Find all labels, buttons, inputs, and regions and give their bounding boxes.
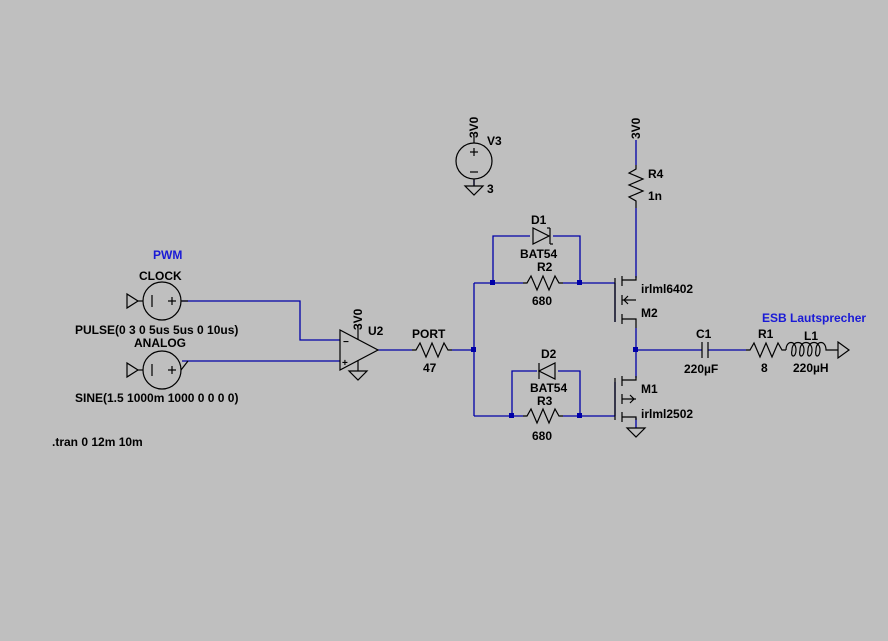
speaker-port-arrow-icon: [837, 340, 851, 360]
m1-ground-icon: [625, 427, 647, 438]
r4-name: R4: [648, 167, 664, 181]
r4-resistor[interactable]: [627, 165, 645, 208]
r2-value: 680: [532, 294, 552, 308]
svg-text:−: −: [343, 337, 349, 348]
d1-diode[interactable]: [532, 227, 553, 245]
clock-source[interactable]: [126, 281, 188, 321]
clock-value: PULSE(0 3 0 5us 5us 0 10us): [75, 323, 238, 337]
m1-mosfet[interactable]: [614, 376, 647, 438]
l1-inductor[interactable]: [785, 340, 851, 360]
svg-text:+: +: [342, 358, 348, 369]
c1-capacitor[interactable]: [701, 342, 709, 358]
r3-value: 680: [532, 429, 552, 443]
u2-comparator[interactable]: − +: [339, 325, 380, 381]
v3-ground-icon: [463, 185, 485, 196]
r1-resistor[interactable]: [746, 341, 786, 359]
v3-source[interactable]: [455, 135, 493, 196]
u2-name: U2: [368, 324, 384, 338]
clock-name: CLOCK: [139, 269, 182, 283]
port-netlabel: PORT: [412, 327, 446, 341]
analog-ground-arrow-icon: [126, 361, 140, 379]
u2-ground-icon: [347, 370, 369, 381]
analog-source[interactable]: [126, 350, 189, 390]
r4-supply-netlabel: 3V0: [629, 117, 643, 139]
d2-diode[interactable]: [537, 362, 556, 380]
d1-value: BAT54: [520, 247, 557, 261]
analog-value: SINE(1.5 1000m 1000 0 0 0 0): [75, 391, 238, 405]
l1-value: 220µH: [793, 361, 829, 375]
c1-name: C1: [696, 327, 712, 341]
pwm-netlabel: PWM: [153, 248, 182, 262]
v3-value: 3: [487, 182, 494, 196]
r4-value: 1n: [648, 189, 662, 203]
v3-name: V3: [487, 134, 502, 148]
clock-ground-arrow-icon: [126, 292, 140, 310]
r1-name: R1: [758, 327, 774, 341]
port-resistor[interactable]: [412, 341, 452, 359]
r2-resistor[interactable]: [523, 274, 563, 292]
c1-value: 220µF: [684, 362, 718, 376]
port-resistor-value: 47: [423, 361, 437, 375]
v3-supply-netlabel: 3V0: [467, 116, 481, 138]
r2-name: R2: [537, 260, 553, 274]
junction-dots: [471, 280, 638, 418]
r3-name: R3: [537, 394, 553, 408]
d2-value: BAT54: [530, 381, 567, 395]
d1-name: D1: [531, 213, 547, 227]
l1-name: L1: [804, 329, 818, 343]
r1-value: 8: [761, 361, 768, 375]
tran-directive[interactable]: .tran 0 12m 10m: [52, 435, 143, 449]
m2-mosfet[interactable]: [614, 276, 637, 328]
m1-name: M1: [641, 382, 658, 396]
m1-value: irlml2502: [641, 407, 693, 421]
analog-name: ANALOG: [134, 336, 186, 350]
u2-supply-netlabel: 3V0: [351, 308, 365, 330]
m2-value: irlml6402: [641, 282, 693, 296]
m2-name: M2: [641, 306, 658, 320]
d2-name: D2: [541, 347, 557, 361]
r3-resistor[interactable]: [523, 407, 563, 425]
esb-lautsprecher-netlabel: ESB Lautsprecher: [762, 311, 866, 325]
